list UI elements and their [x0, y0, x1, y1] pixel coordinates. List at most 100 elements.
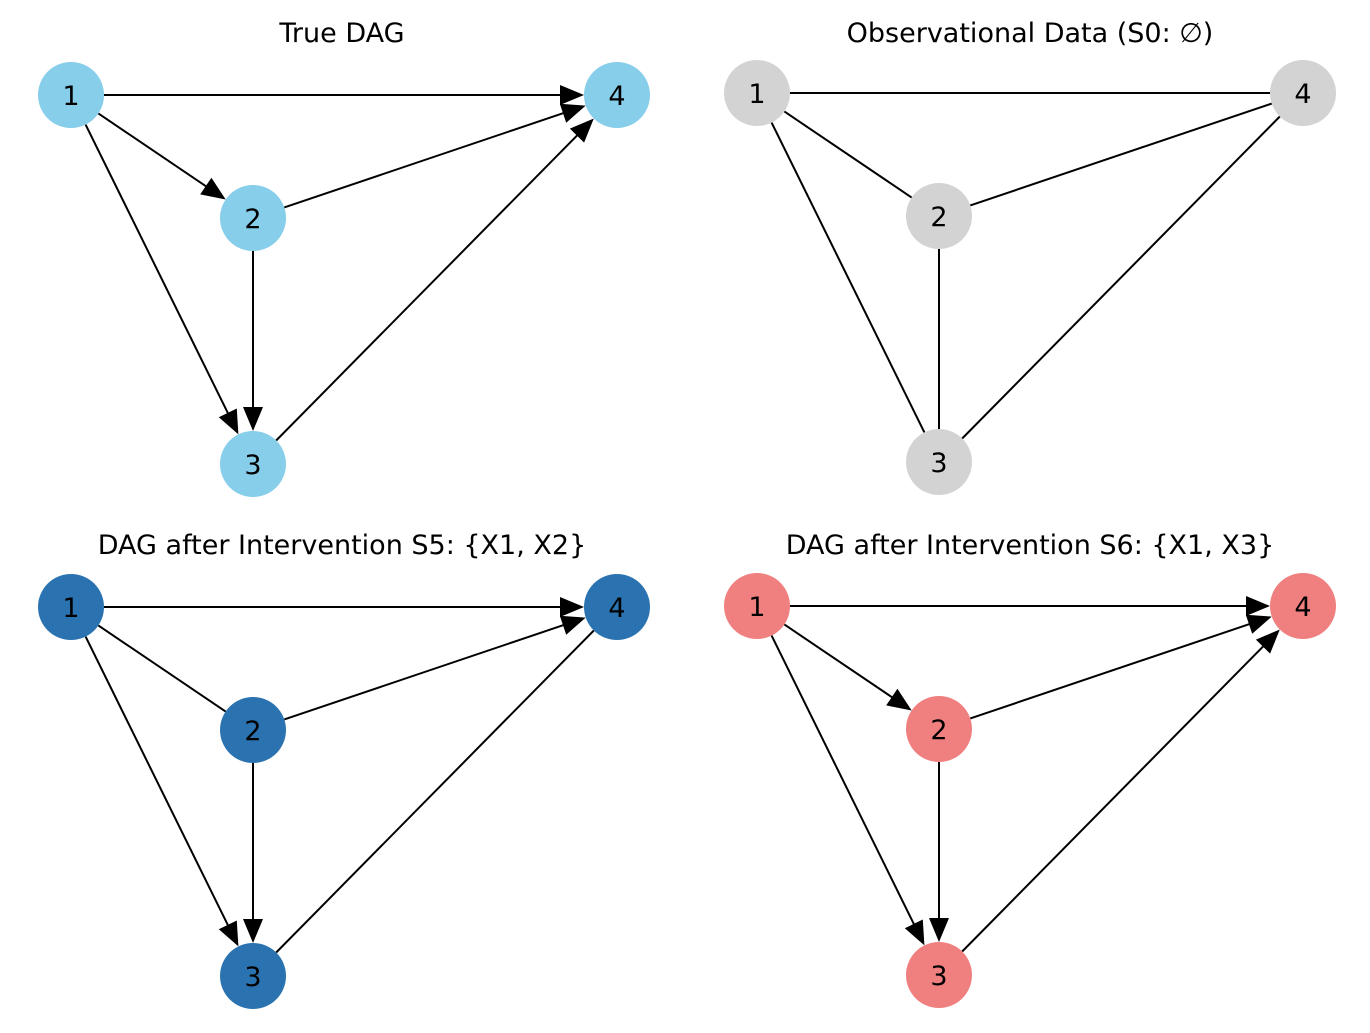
edge-2-3 — [929, 762, 949, 942]
edge-line — [97, 624, 227, 713]
edge-3-4 — [961, 629, 1280, 953]
node-1: 1 — [38, 62, 104, 128]
arrowhead-icon — [559, 615, 586, 635]
node-circle — [906, 183, 972, 249]
node-3: 3 — [220, 943, 286, 1009]
node-1: 1 — [724, 60, 790, 126]
arrowhead-icon — [200, 177, 226, 200]
node-3: 3 — [220, 431, 286, 497]
panel-title: DAG after Intervention S6: {X1, X3} — [786, 530, 1275, 561]
edge-2-4 — [283, 615, 586, 721]
edge-line — [770, 635, 917, 929]
arrowhead-icon — [560, 85, 584, 105]
node-3: 3 — [906, 942, 972, 1008]
node-label: 1 — [62, 593, 79, 624]
edge-3-4 — [275, 629, 595, 954]
arrowhead-icon — [559, 103, 586, 123]
arrowhead-icon — [1246, 596, 1270, 616]
edge-1-3 — [770, 122, 926, 433]
node-circle — [584, 574, 650, 640]
edge-line — [275, 131, 582, 442]
edge-2-3 — [243, 763, 263, 943]
node-label: 1 — [748, 592, 765, 623]
panel-4: DAG after Intervention S6: {X1, X3} 1 2 3 4 — [724, 530, 1336, 1008]
node-circle — [906, 429, 972, 495]
arrowhead-icon — [218, 920, 239, 947]
arrowhead-icon — [560, 597, 584, 617]
node-circle — [220, 431, 286, 497]
node-4: 4 — [584, 574, 650, 640]
node-label: 3 — [244, 450, 261, 481]
node-label: 4 — [1294, 592, 1311, 623]
arrowhead-icon — [218, 408, 239, 435]
edge-1-4 — [104, 597, 584, 617]
node-3: 3 — [906, 429, 972, 495]
node-label: 1 — [62, 81, 79, 112]
node-2: 2 — [220, 697, 286, 763]
edge-line — [961, 642, 1268, 953]
panel-1: True DAG 1 2 3 4 — [38, 18, 650, 497]
edge-1-2 — [783, 110, 913, 199]
panel-title: DAG after Intervention S5: {X1, X2} — [98, 530, 587, 561]
arrowhead-icon — [243, 919, 263, 943]
edge-line — [275, 629, 595, 954]
node-circle — [38, 574, 104, 640]
node-1: 1 — [38, 574, 104, 640]
node-label: 3 — [244, 962, 261, 993]
edge-1-3 — [84, 636, 239, 947]
edge-1-3 — [770, 635, 925, 946]
node-label: 4 — [608, 593, 625, 624]
node-label: 4 — [608, 81, 625, 112]
edge-line — [283, 110, 568, 209]
edge-2-4 — [969, 102, 1273, 207]
arrowhead-icon — [929, 918, 949, 942]
edge-1-4 — [104, 85, 584, 105]
node-label: 2 — [930, 715, 947, 746]
edge-1-2 — [783, 623, 912, 711]
panel-2: Observational Data (S0: ∅) 1 2 3 4 — [724, 18, 1336, 495]
node-label: 2 — [930, 202, 947, 233]
node-label: 3 — [930, 448, 947, 479]
arrowhead-icon — [886, 688, 912, 711]
node-circle — [220, 943, 286, 1009]
node-circle — [1270, 573, 1336, 639]
node-4: 4 — [1270, 60, 1336, 126]
panel-title: True DAG — [278, 18, 404, 49]
node-label: 1 — [748, 79, 765, 110]
edge-line — [969, 621, 1254, 720]
edge-line — [84, 124, 231, 418]
edge-line — [283, 622, 568, 721]
edge-2-4 — [969, 614, 1272, 720]
node-circle — [724, 60, 790, 126]
edge-line — [97, 112, 211, 190]
node-4: 4 — [584, 62, 650, 128]
arrowhead-icon — [1245, 614, 1272, 634]
node-circle — [584, 62, 650, 128]
node-4: 4 — [1270, 573, 1336, 639]
arrowhead-icon — [569, 118, 594, 143]
node-circle — [220, 697, 286, 763]
node-2: 2 — [906, 696, 972, 762]
edge-1-3 — [84, 124, 239, 435]
node-circle — [906, 696, 972, 762]
edge-3-4 — [961, 115, 1281, 440]
node-circle — [724, 573, 790, 639]
panel-title: Observational Data (S0: ∅) — [847, 18, 1214, 49]
node-2: 2 — [906, 183, 972, 249]
node-circle — [1270, 60, 1336, 126]
edge-line — [969, 102, 1273, 207]
edge-line — [783, 623, 897, 701]
panel-3: DAG after Intervention S5: {X1, X2} 1 2 3 4 — [38, 530, 650, 1009]
edge-line — [770, 122, 926, 433]
edge-1-4 — [790, 596, 1270, 616]
edge-1-2 — [97, 624, 227, 713]
arrowhead-icon — [904, 919, 925, 946]
node-2: 2 — [220, 185, 286, 251]
node-label: 4 — [1294, 79, 1311, 110]
arrowhead-icon — [243, 407, 263, 431]
edge-2-4 — [283, 103, 586, 209]
node-1: 1 — [724, 573, 790, 639]
edge-line — [961, 115, 1281, 440]
node-label: 2 — [244, 716, 261, 747]
